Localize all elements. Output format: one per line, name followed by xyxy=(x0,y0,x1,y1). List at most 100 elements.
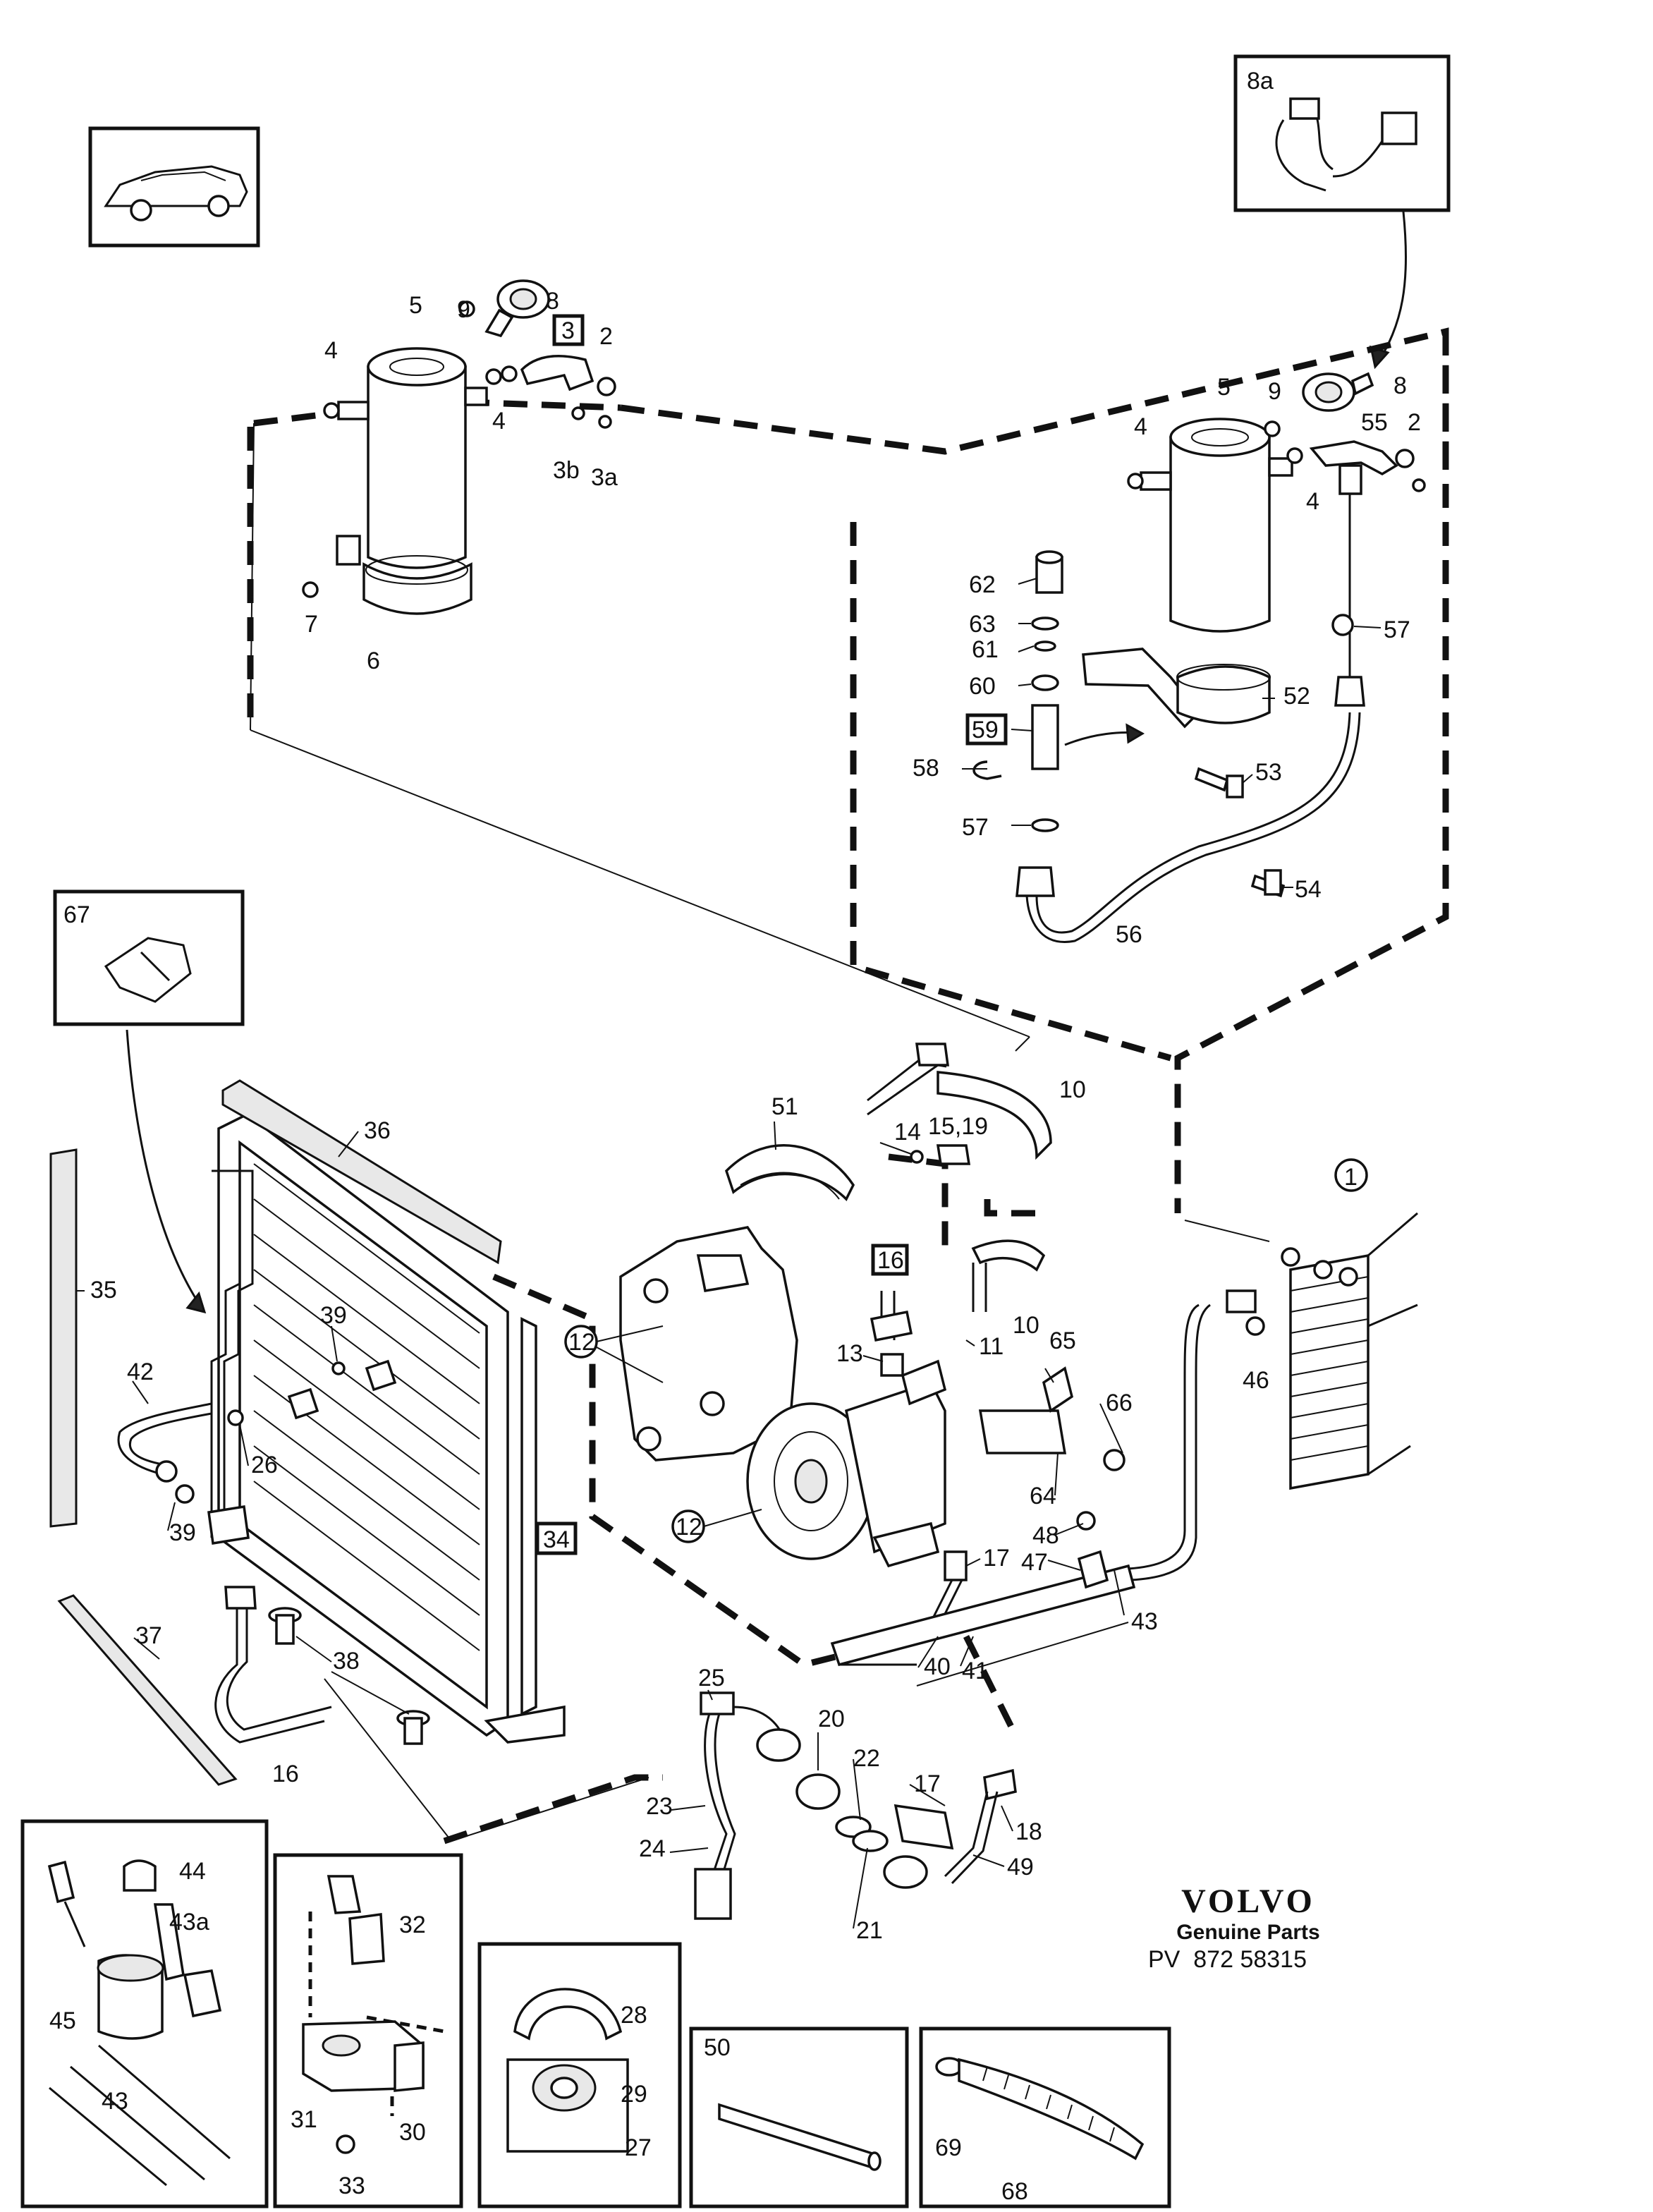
callout-box-34 xyxy=(535,1521,578,1555)
callout-27: 27 xyxy=(625,2134,652,2161)
label-leaders xyxy=(76,578,1381,1929)
callout-36: 36 xyxy=(364,1117,391,1144)
callout-8b: 8 xyxy=(1393,372,1407,399)
callout-66: 66 xyxy=(1106,1390,1133,1416)
callout-10b: 10 xyxy=(1013,1312,1039,1339)
callout-5b: 5 xyxy=(1217,374,1231,401)
callout-6: 6 xyxy=(367,648,380,674)
callout-20: 20 xyxy=(818,1706,845,1732)
callout-62: 62 xyxy=(969,571,996,598)
callout-48: 48 xyxy=(1032,1522,1059,1549)
callout-42: 42 xyxy=(127,1359,154,1385)
callout-37: 37 xyxy=(135,1622,162,1649)
callout-68: 68 xyxy=(1001,2178,1028,2205)
callout-12a: 12 xyxy=(568,1329,595,1356)
dashed-outline-upper-left xyxy=(247,327,1449,730)
callout-43a: 43 xyxy=(1131,1608,1158,1635)
callout-55: 55 xyxy=(1361,409,1388,436)
callout-39b: 39 xyxy=(169,1519,196,1546)
leader-lines xyxy=(250,423,1270,1842)
callout-16b: 16 xyxy=(272,1761,299,1787)
strip-36 xyxy=(221,1079,502,1265)
switch-15-19 xyxy=(910,1144,971,1165)
callout-33: 33 xyxy=(338,2172,365,2199)
callout-58: 58 xyxy=(913,755,939,782)
callout-box-3 xyxy=(552,314,585,346)
callout-12b: 12 xyxy=(676,1514,702,1540)
detail-box-27-29 xyxy=(477,1942,682,2208)
callout-39a: 39 xyxy=(320,1302,347,1329)
bolt-53 xyxy=(1194,767,1244,798)
callout-3: 3 xyxy=(561,317,575,344)
compressor-bracket xyxy=(619,1226,798,1462)
detail-box-50 xyxy=(689,2026,909,2208)
callout-57a: 57 xyxy=(1384,616,1410,643)
plugs-38 xyxy=(268,1607,430,1745)
callout-53: 53 xyxy=(1255,759,1282,786)
callout-64: 64 xyxy=(1030,1483,1056,1509)
pipe-56 xyxy=(1015,494,1365,943)
callout-61: 61 xyxy=(972,636,999,663)
volvo-genuine-parts-stamp: VOLVO Genuine Parts PV 872 58315 xyxy=(1148,1883,1340,1974)
callout-43b: 43 xyxy=(102,2088,128,2115)
callout-67: 67 xyxy=(63,901,90,928)
callout-21: 21 xyxy=(856,1917,883,1944)
callout-5a: 5 xyxy=(409,292,422,319)
callout-1-circle xyxy=(1334,1158,1368,1192)
callout-30: 30 xyxy=(399,2119,426,2146)
leader-12 xyxy=(596,1325,762,1527)
harness-lower xyxy=(694,1691,1017,1920)
callout-2a: 2 xyxy=(599,323,613,350)
callout-4d: 4 xyxy=(1306,488,1319,515)
detail-box-8a: 8a xyxy=(1233,54,1451,370)
pipe-3-left xyxy=(520,355,616,429)
callout-65: 65 xyxy=(1049,1327,1076,1354)
strip-37 xyxy=(57,1594,238,1786)
callout-2b: 2 xyxy=(1408,409,1421,436)
callout-29: 29 xyxy=(621,2081,647,2108)
callout-26: 26 xyxy=(251,1452,278,1478)
dashed-outline-lower xyxy=(443,1273,1019,1845)
receiver-drier-right xyxy=(1127,418,1303,633)
callout-60: 60 xyxy=(969,673,996,700)
callout-17a: 17 xyxy=(983,1545,1010,1572)
pv-code: 872 58315 xyxy=(1193,1946,1307,1973)
compressor xyxy=(746,1359,947,1568)
callout-44: 44 xyxy=(179,1858,206,1885)
callout-labels: 1 2 2 3 3a 3b 4 4 4 4 5 5 6 7 8 8 9 9 10… xyxy=(49,288,1421,2205)
hose-43 xyxy=(1076,1289,1265,1589)
callout-23: 23 xyxy=(646,1793,673,1820)
dashed-outline-right xyxy=(850,332,1449,1213)
callout-1: 1 xyxy=(1344,1164,1358,1191)
pv-number: PV 872 58315 xyxy=(1148,1945,1340,1974)
callout-4c: 4 xyxy=(1134,413,1147,440)
callout-8a: 8a xyxy=(1247,68,1274,95)
bolt-54 xyxy=(1250,869,1286,898)
bracket-64-65 xyxy=(978,1366,1126,1471)
callout-11: 11 xyxy=(979,1333,1004,1360)
callout-24: 24 xyxy=(639,1835,666,1862)
callout-14: 14 xyxy=(894,1119,921,1146)
receiver-drier-left xyxy=(302,300,518,615)
callout-49: 49 xyxy=(1007,1854,1034,1880)
callout-40: 40 xyxy=(924,1653,951,1680)
callout-15-19: 15,19 xyxy=(928,1113,988,1140)
callout-10a: 10 xyxy=(1059,1076,1086,1103)
callout-22: 22 xyxy=(853,1745,880,1772)
hose-17-40 xyxy=(830,1550,1136,1667)
bracket-52 xyxy=(1082,648,1271,729)
shield-51 xyxy=(724,1144,855,1201)
strip-35 xyxy=(49,1148,78,1528)
callout-3b: 3b xyxy=(553,457,580,484)
callout-54: 54 xyxy=(1295,876,1322,903)
evaporator xyxy=(1281,1212,1418,1490)
car-thumbnail xyxy=(88,126,260,248)
genuine-parts-label: Genuine Parts xyxy=(1176,1921,1320,1944)
callout-3a: 3a xyxy=(591,464,618,491)
callout-45: 45 xyxy=(49,2007,76,2034)
fittings-39 xyxy=(287,1359,397,1420)
callout-52: 52 xyxy=(1283,683,1310,710)
hose-10 xyxy=(867,1043,1052,1312)
condenser-pipes xyxy=(117,1169,332,1744)
